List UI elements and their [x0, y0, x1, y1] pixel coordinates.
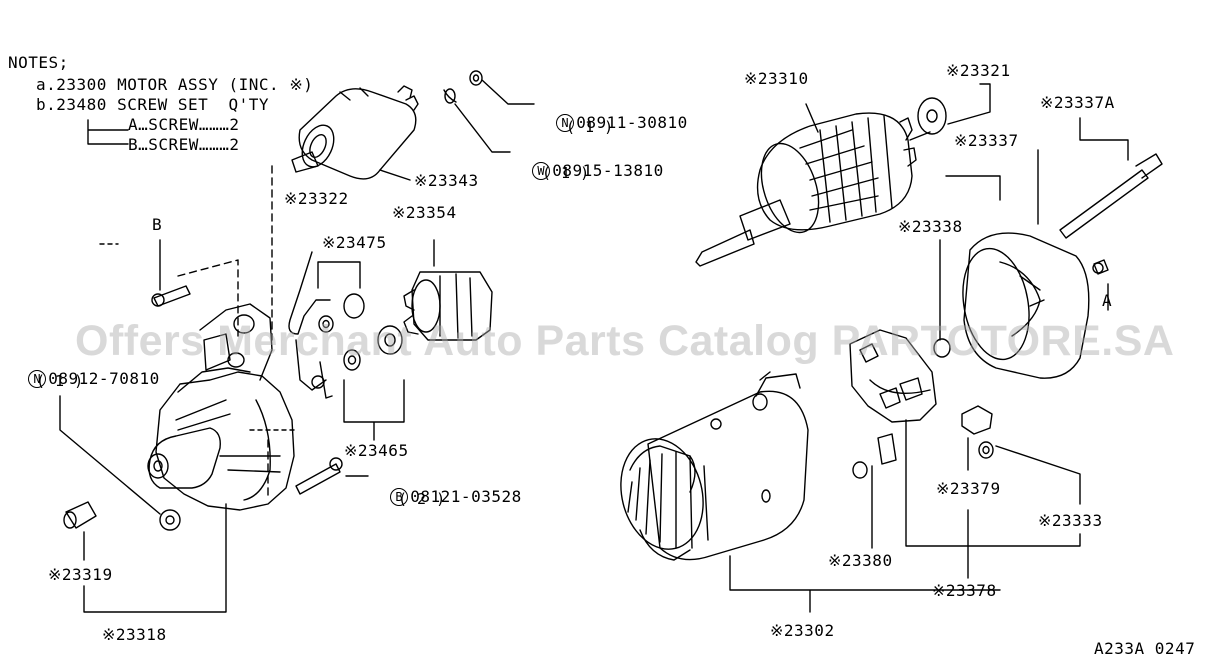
label-23475[interactable]: ※23475 — [322, 233, 387, 252]
marker-a: A — [1102, 291, 1113, 310]
fastener-n1-code: 08911-30810 — [576, 113, 688, 132]
label-23337a[interactable]: ※23337A — [1040, 93, 1115, 112]
brush-23380 — [852, 433, 897, 549]
long-bolt-23337a — [1059, 117, 1163, 239]
fastener-b1-qty: ( 2 ) — [398, 490, 446, 508]
shift-lever-23322 — [288, 251, 333, 399]
notes-screw-b: B…SCREW………2 — [128, 135, 240, 154]
marker-b: B — [152, 215, 163, 234]
n-symbol: N — [556, 114, 575, 132]
armature-23310 — [695, 103, 931, 267]
rear-cover-23337 — [945, 149, 1090, 379]
label-23465[interactable]: ※23465 — [344, 441, 409, 460]
watermark: Offers Merchant Auto Parts Catalog PARTO… — [75, 317, 1175, 365]
diagram-code: A233A 0247 — [1094, 639, 1196, 658]
bolt-b — [151, 239, 191, 307]
label-23379[interactable]: ※23379 — [936, 479, 1001, 498]
fastener-w1-qty: ( 1 ) — [542, 164, 590, 182]
screw-a — [1092, 259, 1109, 311]
fastener-n1-qty: ( 1 ) — [566, 118, 614, 136]
w-symbol: W — [532, 162, 551, 180]
gear-housing-23318 — [147, 303, 295, 511]
notes-bracket — [87, 119, 129, 145]
b-symbol: B — [390, 488, 409, 506]
label-23321[interactable]: ※23321 — [946, 61, 1011, 80]
fastener-n2-qty: ( 1 ) — [36, 372, 84, 390]
label-23310[interactable]: ※23310 — [744, 69, 809, 88]
notes-line-b: b.23480 SCREW SET Q'TY — [36, 95, 270, 114]
label-23302[interactable]: ※23302 — [770, 621, 835, 640]
fastener-b1-code: 08121-03528 — [410, 487, 522, 506]
fastener-n2-code: 08912-70810 — [48, 369, 160, 388]
through-bolts-b — [295, 457, 369, 495]
label-23354[interactable]: ※23354 — [392, 203, 457, 222]
label-23322[interactable]: ※23322 — [284, 189, 349, 208]
spacer-23338 — [933, 239, 951, 358]
n-symbol: N — [28, 370, 47, 388]
snap-ring-and-nut — [443, 70, 535, 153]
washer-23321 — [917, 83, 991, 135]
label-23319[interactable]: ※23319 — [48, 565, 113, 584]
nut-n2 — [59, 395, 181, 531]
washer-set — [317, 261, 405, 441]
label-23343[interactable]: ※23343 — [414, 171, 479, 190]
notes-header: NOTES; — [8, 53, 69, 72]
label-23338[interactable]: ※23338 — [898, 217, 963, 236]
notes-line-a: a.23300 MOTOR ASSY (INC. ※) — [36, 75, 314, 94]
label-23378[interactable]: ※23378 — [932, 581, 997, 600]
label-23380[interactable]: ※23380 — [828, 551, 893, 570]
pinion-23354 — [403, 239, 493, 341]
spring-23333 — [905, 419, 1081, 547]
housing-leader — [83, 503, 227, 613]
label-23333[interactable]: ※23333 — [1038, 511, 1103, 530]
brush-holder — [849, 329, 937, 423]
solenoid-23343 — [291, 85, 419, 181]
label-23337[interactable]: ※23337 — [954, 131, 1019, 150]
fastener-w1-code: 08915-13810 — [552, 161, 664, 180]
yoke-23302 — [620, 371, 1001, 613]
brush-23379 — [961, 405, 993, 471]
notes-screw-a: A…SCREW………2 — [128, 115, 240, 134]
bushing-23319 — [63, 501, 97, 561]
label-23318[interactable]: ※23318 — [102, 625, 167, 644]
